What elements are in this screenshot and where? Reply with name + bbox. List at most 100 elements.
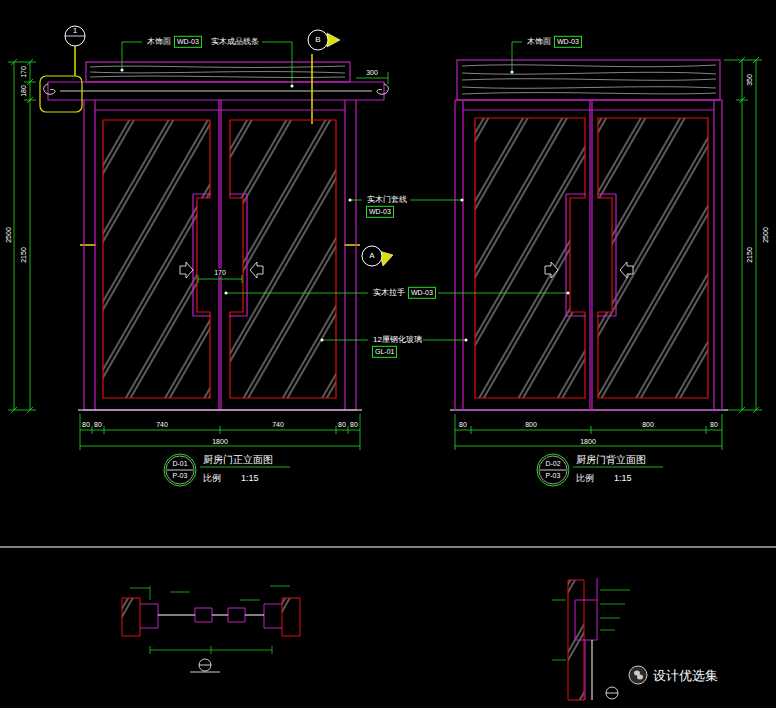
material-code: WD-03: [411, 289, 433, 297]
glass-section: [592, 640, 593, 700]
dimension-text: 1800: [211, 438, 229, 445]
opening-arrow: [180, 262, 263, 278]
scale-value: 1:15: [240, 474, 260, 483]
opening-arrow: [545, 262, 633, 278]
dimension-text: 180: [20, 84, 27, 98]
glass-leaf: [475, 118, 585, 398]
dimension-text: 2500: [5, 226, 12, 244]
section-marker: B: [307, 29, 341, 51]
detail-marker: [190, 659, 220, 672]
drawing-title: 厨房门背立面图: [575, 455, 647, 465]
door-handle: [193, 194, 247, 316]
dimension-text: 80: [337, 421, 347, 428]
dimension-text: 800: [524, 421, 538, 428]
frame-section: [140, 604, 282, 628]
material-label: 实木门套线: [366, 196, 408, 204]
dimension-text: 170: [213, 269, 227, 276]
material-label: 12厘钢化玻璃: [372, 336, 423, 344]
section-letter: A: [361, 251, 383, 260]
dimension-text: 800: [641, 421, 655, 428]
symbol-circle: [362, 246, 382, 266]
drawing-number-circle: D-02P-03: [536, 453, 570, 487]
wood-grain: [90, 66, 345, 77]
scale-label: 比例: [202, 474, 222, 483]
material-label: 木饰面: [146, 38, 172, 46]
section-symbol: [361, 245, 395, 267]
frame-section: [575, 578, 597, 700]
sheet-number: P-03: [536, 472, 570, 480]
drawing-number-symbol: [163, 453, 197, 487]
leader-dot: [121, 69, 570, 342]
scale-label: 比例: [575, 474, 595, 483]
dimension-text: 170: [20, 65, 27, 79]
material-label: 实木拉手: [372, 289, 406, 297]
drawing-title: 厨房门正立面图: [202, 455, 274, 465]
wall-section: [122, 598, 300, 636]
sheet-number: P-03: [163, 472, 197, 480]
symbol-circle: [308, 30, 328, 50]
material-tag: GL-01: [372, 346, 397, 358]
separator-line: [0, 547, 776, 548]
watermark-icon: [634, 671, 643, 680]
glass-leaf: [598, 118, 708, 398]
dimension-text: 2500: [762, 226, 769, 244]
symbol-circle: [537, 454, 569, 486]
wood-panel: [457, 60, 720, 100]
detail-callout-box: [40, 76, 82, 112]
dimension-line: [8, 57, 762, 467]
material-tag: WD-03: [174, 36, 202, 48]
symbol-divider: [540, 470, 566, 471]
view-direction-arrow: [327, 33, 340, 47]
detail-marker: [606, 687, 618, 699]
material-code: WD-03: [369, 208, 391, 216]
dimension-text: 350: [746, 73, 753, 87]
door-frame: [455, 100, 722, 410]
cornice-scroll: [44, 84, 389, 94]
wood-panel: [86, 62, 350, 82]
symbol-circle: [164, 454, 196, 486]
material-tag: WD-03: [554, 36, 582, 48]
glass-leaf: [103, 120, 210, 398]
drawing-number: D-01: [163, 460, 197, 468]
symbol-divider: [65, 36, 85, 37]
section-marker: 1: [64, 25, 86, 47]
drawing-number: D-02: [536, 460, 570, 468]
dimension-text: 80: [349, 421, 359, 428]
detail-leader: [552, 590, 630, 660]
drawing-number-symbol: [536, 453, 570, 487]
detail-leader: [130, 586, 290, 654]
drawing-number-circle: D-01P-03: [163, 453, 197, 487]
dimension-text: 80: [458, 421, 468, 428]
dimension-text: 740: [155, 421, 169, 428]
symbol-divider: [167, 470, 193, 471]
symbol-circle: [65, 26, 85, 46]
material-code: GL-01: [375, 348, 394, 356]
door-handle: [566, 194, 616, 316]
scale-value: 1:15: [613, 474, 633, 483]
glass-leaf: [230, 120, 336, 398]
dimension-text: 740: [271, 421, 285, 428]
material-tag: WD-03: [408, 287, 436, 299]
glass-section: [158, 615, 264, 616]
section-letter: 1: [64, 26, 86, 35]
material-label: 实木成品线条: [210, 38, 260, 46]
dimension-text: 2150: [20, 246, 27, 264]
wood-grain: [462, 65, 716, 94]
section-symbol: [307, 29, 341, 51]
material-label: 木饰面: [526, 38, 552, 46]
dimension-text: 300: [365, 69, 379, 76]
dimension-text: 80: [93, 421, 103, 428]
material-code: WD-03: [557, 38, 579, 46]
dimension-text: 2150: [746, 246, 753, 264]
material-tag: WD-03: [366, 206, 394, 218]
dimension-text: 80: [709, 421, 719, 428]
section-letter: B: [307, 35, 329, 44]
section-marker: A: [361, 245, 395, 267]
dimension-text: 1800: [579, 438, 597, 445]
watermark: 设计优选集: [652, 669, 719, 682]
leader-line: [122, 42, 568, 340]
material-code: WD-03: [177, 38, 199, 46]
dimension-text: 80: [81, 421, 91, 428]
watermark-icon: [629, 666, 647, 684]
